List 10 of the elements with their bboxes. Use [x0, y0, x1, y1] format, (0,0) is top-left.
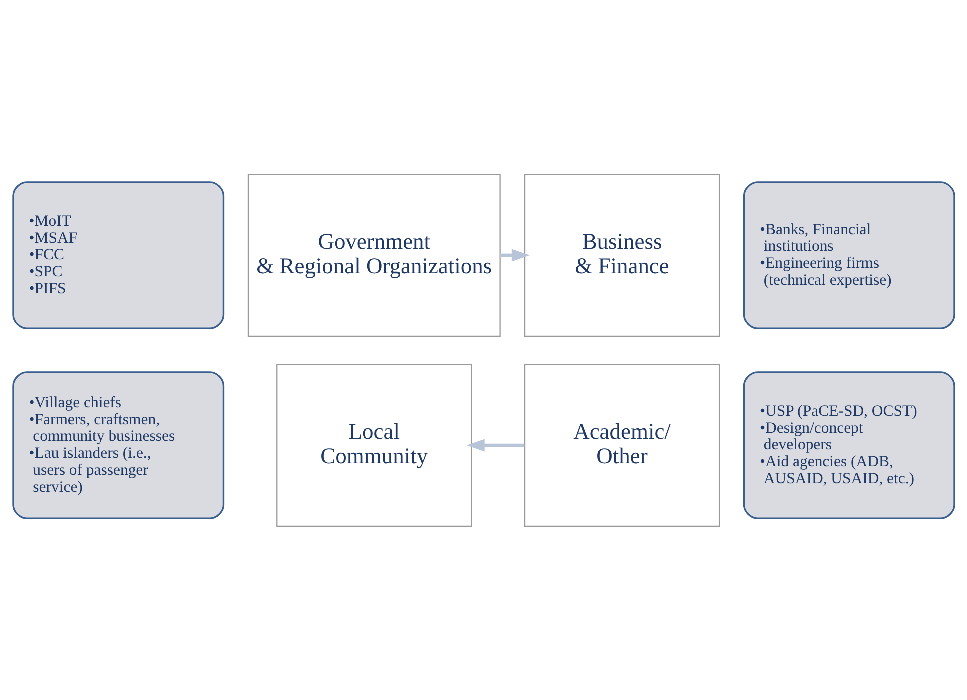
node-box: •MoIT •MSAF •FCC •SPC •PIFS: [12, 181, 224, 329]
node-box: Government & Regional Organizations: [247, 174, 500, 336]
node-box: Local Community: [276, 364, 472, 526]
node-box: •USP (PaCE-SD, OCST) •Design/concept developers •Aid agencies (ADB, AUSAID, USAID, etc.): [742, 371, 955, 519]
node-box: Academic/ Other: [524, 364, 720, 526]
node-box: •Banks, Financial institutions •Engineering firms (technical expertise): [742, 181, 955, 329]
arrow: [500, 248, 530, 262]
node-box: •Village chiefs •Farmers, craftsmen, community businesses •Lau islanders (i.e., users of passenger service): [12, 371, 224, 519]
arrow: [466, 438, 524, 452]
node-box: Business & Finance: [524, 174, 720, 336]
